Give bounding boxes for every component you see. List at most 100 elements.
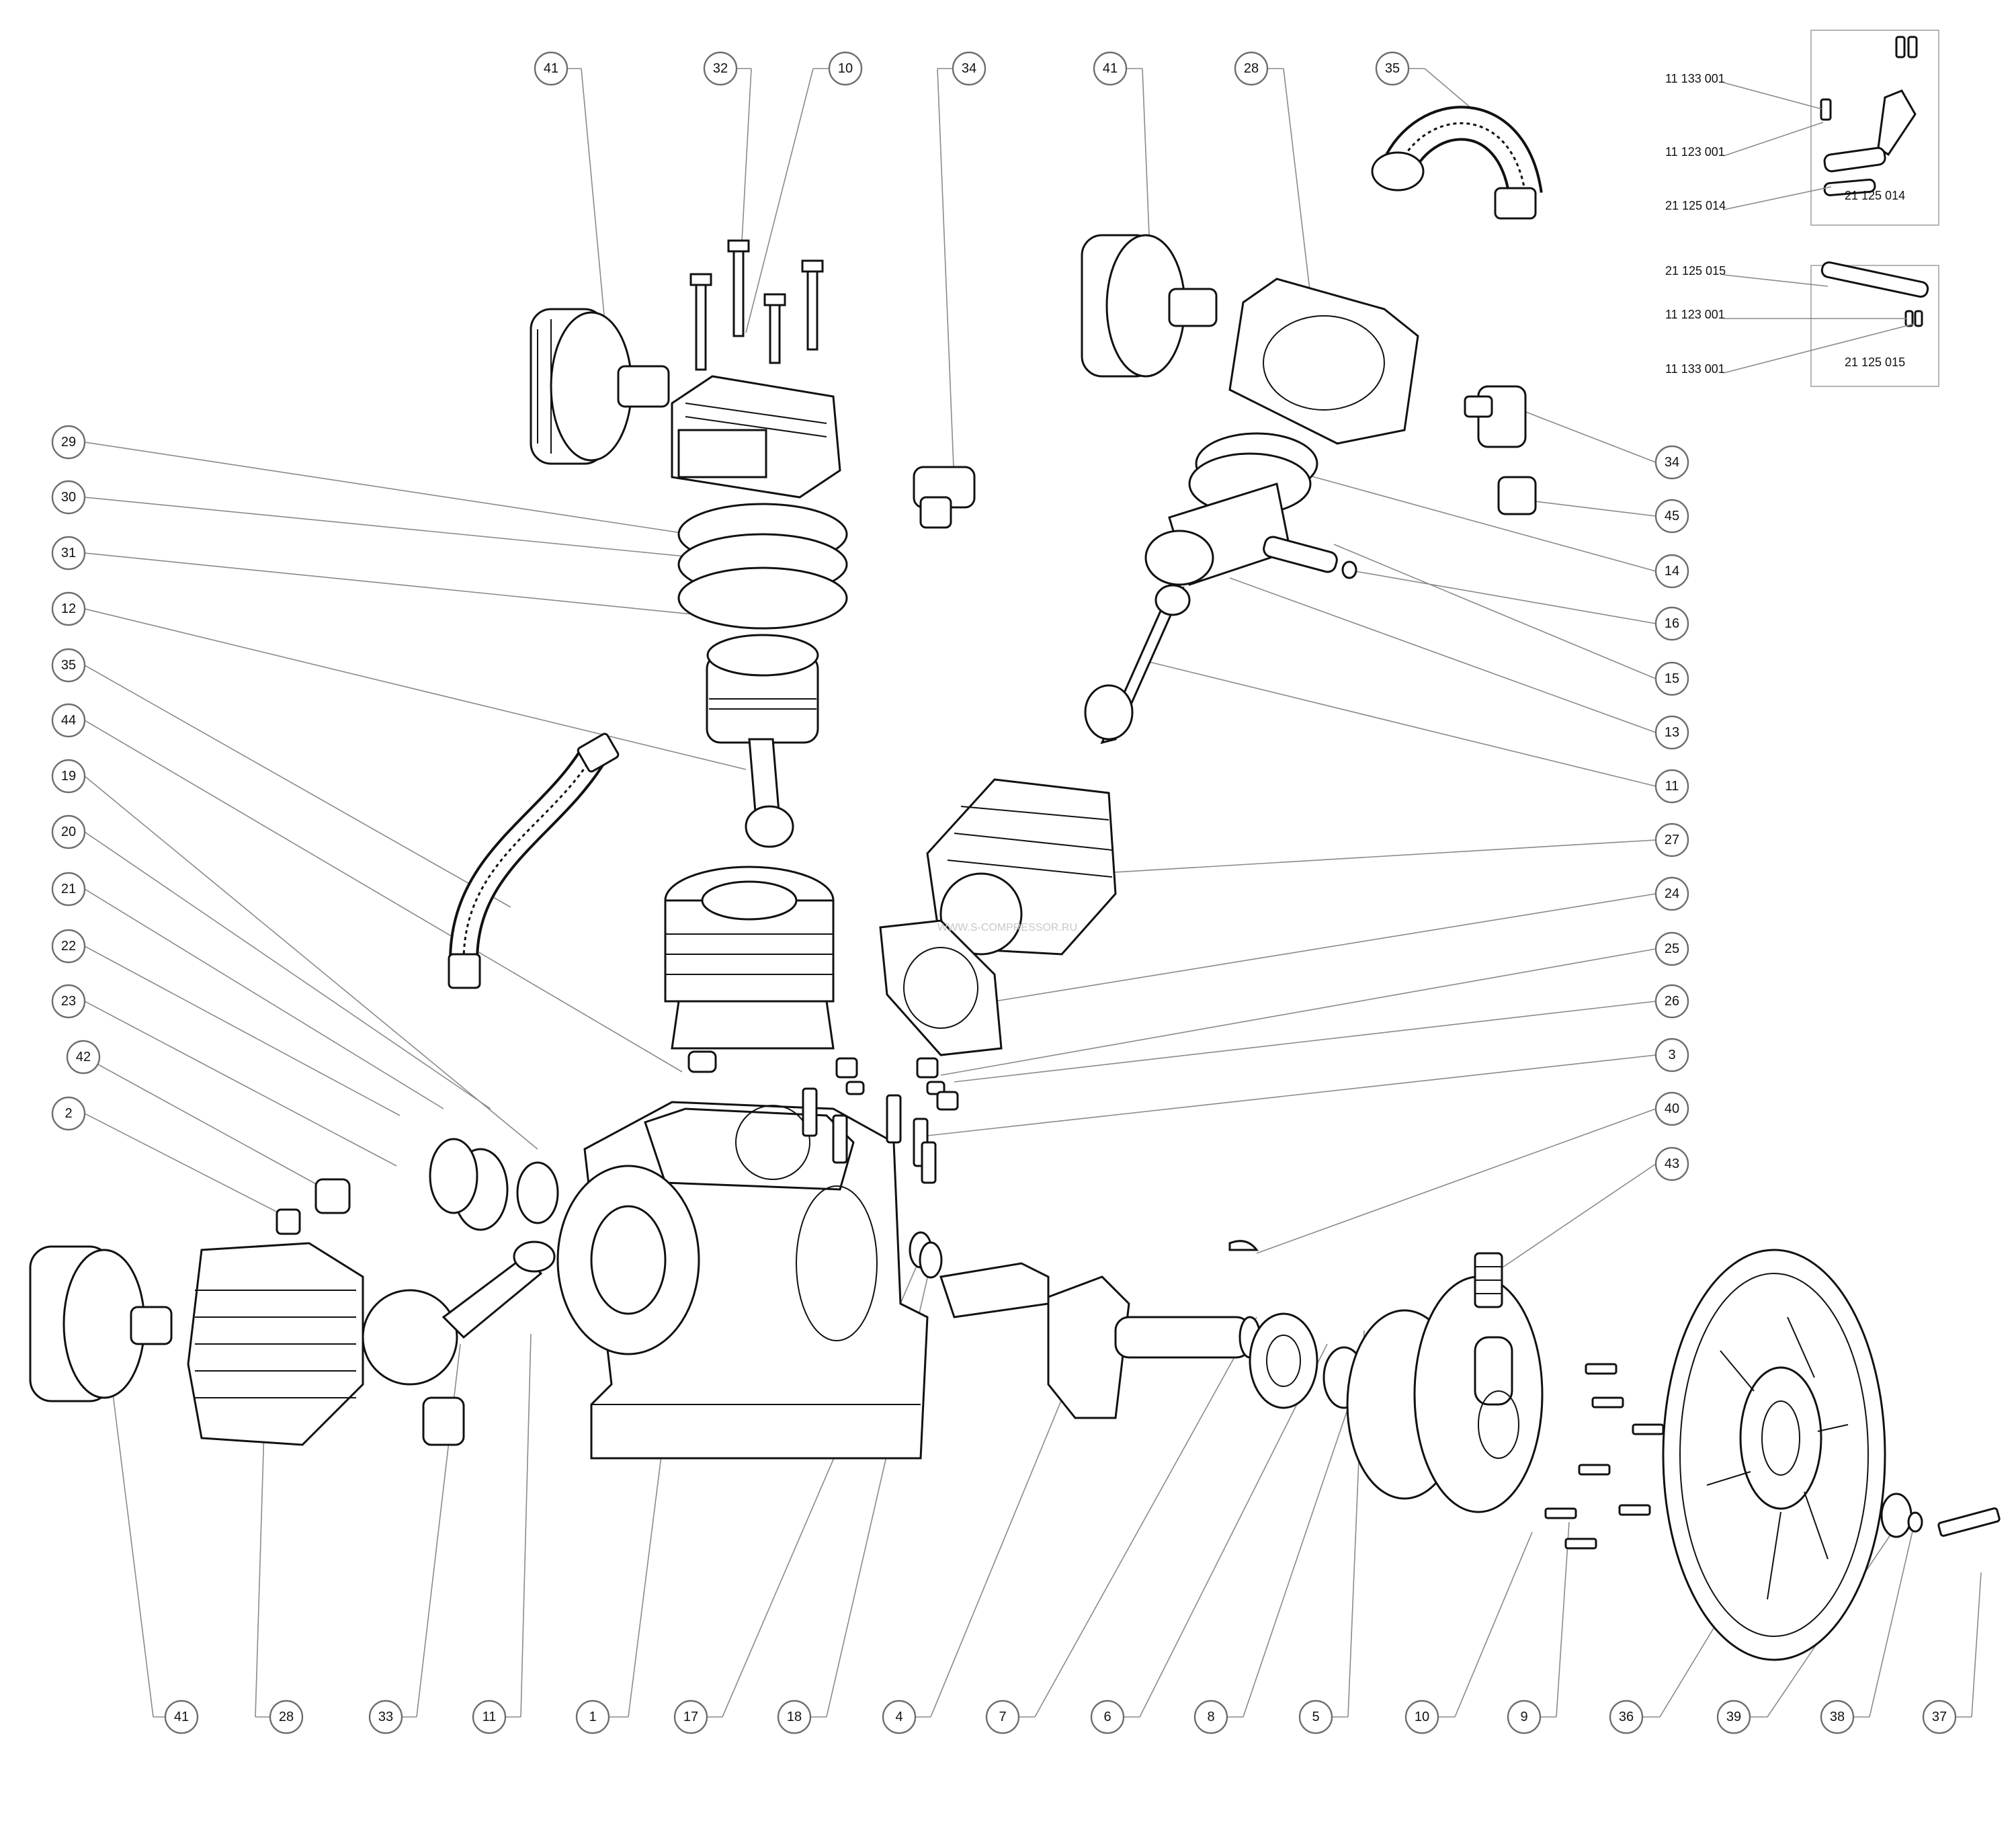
callout-right-column-2: 45	[1654, 499, 1689, 534]
callout-circle	[1922, 1699, 1957, 1734]
callout-number: 8	[1207, 1710, 1214, 1724]
inset-b-part-label: 21 125 015	[1845, 355, 1905, 369]
callout-circle	[51, 984, 86, 1019]
callout-bottom-row-18: 37	[1922, 1699, 1957, 1734]
inset-valve-reed-top: 11 133 001 11 123 001 21 125 014 21 125 …	[1665, 30, 1939, 226]
callout-circle	[777, 1699, 812, 1734]
callout-bottom-row-5: 1	[575, 1699, 610, 1734]
hose-top-right	[1371, 106, 1543, 220]
callout-left-column-11: 23	[51, 984, 86, 1019]
callout-number: 36	[1619, 1710, 1634, 1724]
callout-circle	[985, 1699, 1020, 1734]
callout-number: 3	[1668, 1048, 1675, 1062]
inset-b-label-2: 11 123 001	[1665, 308, 1725, 321]
callout-number: 15	[1665, 671, 1679, 686]
callout-circle	[51, 591, 86, 626]
callout-circle	[1654, 1091, 1689, 1126]
callout-bottom-row-3: 33	[368, 1699, 403, 1734]
callout-right-column-10: 25	[1654, 931, 1689, 966]
inset-label-1: 11 133 001	[1665, 72, 1725, 85]
callout-circle	[882, 1699, 917, 1734]
pulley-fasteners	[1880, 1493, 2001, 1538]
cylinder-head-bottom-left	[187, 1242, 364, 1446]
callout-circle	[1609, 1699, 1644, 1734]
air-filter-top-right	[1081, 234, 1218, 378]
callout-circle	[1375, 51, 1410, 86]
callout-left-column-10: 22	[51, 929, 86, 964]
callout-circle	[51, 929, 86, 964]
callout-left-column-12: 42	[66, 1040, 101, 1075]
callout-right-column-12: 3	[1654, 1038, 1689, 1073]
callout-top-row-1: 41	[534, 51, 569, 86]
callout-number: 40	[1665, 1101, 1679, 1116]
callout-number: 4	[895, 1710, 902, 1724]
callout-number: 9	[1520, 1710, 1527, 1724]
callout-right-column-4: 16	[1654, 606, 1689, 641]
small-fittings-left	[276, 1050, 717, 1235]
piston-connecting-rod	[706, 634, 819, 848]
callout-number: 41	[1103, 61, 1118, 76]
callout-left-column-8: 20	[51, 814, 86, 849]
callout-number: 2	[65, 1106, 72, 1121]
watermark: WWW.S-COMPRESSOR.RU	[937, 922, 1077, 933]
cylinder-right	[926, 778, 1117, 956]
callout-number: 41	[174, 1710, 189, 1724]
callout-number: 25	[1665, 941, 1679, 956]
callout-left-column-3: 31	[51, 536, 86, 571]
callout-number: 11	[1665, 779, 1679, 794]
callout-number: 12	[61, 601, 76, 616]
inset-label-2: 11 123 001	[1665, 145, 1725, 159]
callout-number: 24	[1665, 886, 1679, 901]
callout-number: 17	[683, 1710, 698, 1724]
callout-circle	[368, 1699, 403, 1734]
callout-circle	[269, 1699, 304, 1734]
callout-circle	[1654, 499, 1689, 534]
cover-bolts	[1544, 1363, 1665, 1550]
callout-bottom-row-4: 11	[472, 1699, 507, 1734]
callout-circle	[51, 648, 86, 683]
callout-bottom-row-16: 39	[1716, 1699, 1751, 1734]
inset-b-label-1: 21 125 015	[1665, 264, 1726, 278]
callout-number: 28	[1244, 61, 1259, 76]
callout-circle	[952, 51, 986, 86]
callout-circle	[1404, 1699, 1439, 1734]
callout-top-row-4: 34	[952, 51, 986, 86]
callout-number: 19	[61, 769, 76, 784]
callout-bottom-row-10: 6	[1090, 1699, 1125, 1734]
cylinder-gasket	[879, 919, 1003, 1056]
callout-circle	[1716, 1699, 1751, 1734]
callout-right-column-3: 14	[1654, 554, 1689, 589]
callout-bottom-row-8: 4	[882, 1699, 917, 1734]
callout-top-row-7: 35	[1375, 51, 1410, 86]
callout-number: 21	[61, 882, 76, 896]
callout-left-column-2: 30	[51, 480, 86, 515]
callout-number: 5	[1312, 1710, 1319, 1724]
callout-number: 38	[1830, 1710, 1845, 1724]
callout-number: 39	[1726, 1710, 1741, 1724]
cylinder-left	[664, 866, 835, 1050]
callout-circle	[575, 1699, 610, 1734]
callout-number: 20	[61, 825, 76, 839]
callout-bottom-row-13: 10	[1404, 1699, 1439, 1734]
callout-circle	[51, 814, 86, 849]
callout-circle	[1093, 51, 1128, 86]
piston-bottom	[362, 1241, 556, 1446]
callout-number: 45	[1665, 509, 1679, 523]
callout-bottom-row-11: 8	[1193, 1699, 1228, 1734]
callout-right-column-9: 24	[1654, 876, 1689, 911]
callout-number: 31	[61, 546, 76, 560]
callout-number: 29	[61, 435, 76, 450]
callout-number: 22	[61, 939, 76, 954]
callout-number: 1	[589, 1710, 596, 1724]
callout-bottom-row-15: 36	[1609, 1699, 1644, 1734]
callout-number: 18	[787, 1710, 802, 1724]
callout-right-column-6: 13	[1654, 715, 1689, 750]
callout-number: 13	[1665, 725, 1679, 740]
callout-circle	[1090, 1699, 1125, 1734]
callout-left-column-9: 21	[51, 872, 86, 907]
callout-number: 34	[1665, 455, 1679, 470]
head-bolts	[689, 239, 824, 371]
callout-circle	[51, 1096, 86, 1131]
